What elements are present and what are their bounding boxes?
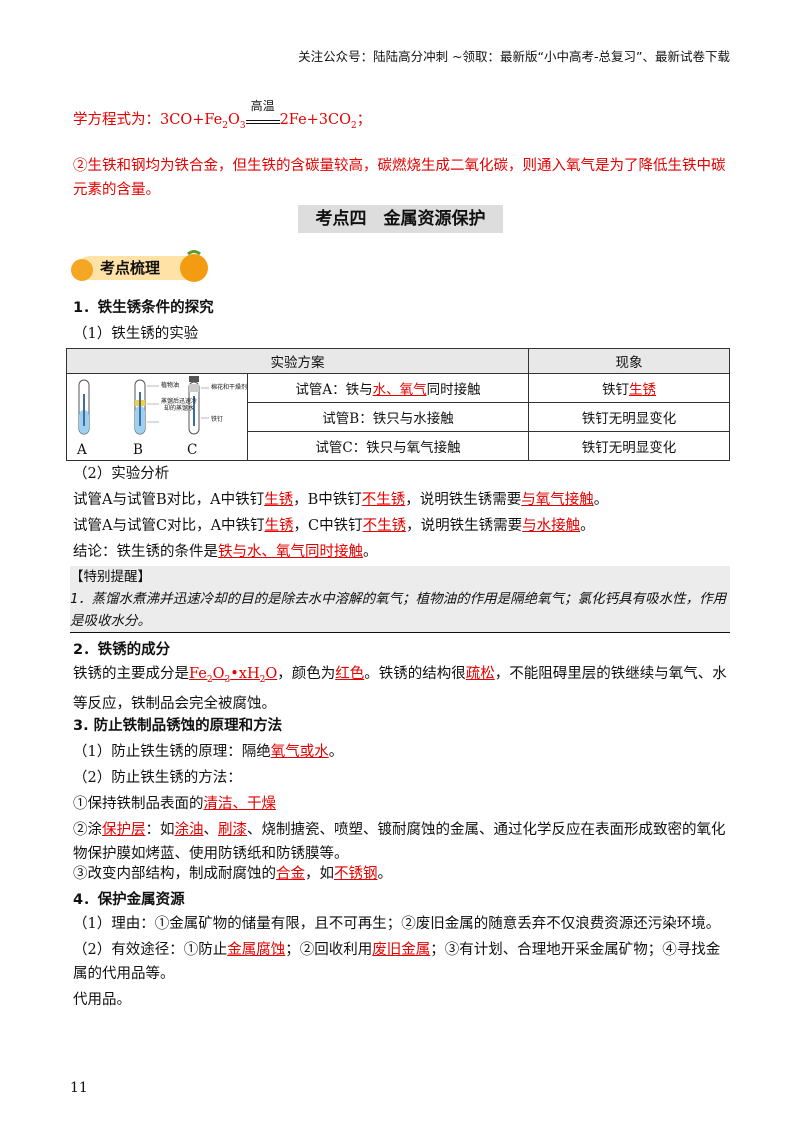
conclusion: 结论：铁生锈的条件是铁与水、氧气同时接触。 xyxy=(73,544,378,560)
test-tubes-icon xyxy=(78,376,209,435)
tube-label-c: C xyxy=(187,442,198,458)
heading-1: 1．铁生锈条件的探究 xyxy=(73,300,214,316)
col-header-result: 现象 xyxy=(528,348,730,374)
reaction-condition: 高温 xyxy=(250,99,275,113)
experiment-table: 实验方案 现象 植物油 蒸馏后 xyxy=(66,348,730,461)
heading-2: 2．铁锈的成分 xyxy=(73,642,171,658)
water-label: 蒸馏后迅速冷却的蒸馏水 xyxy=(161,398,198,412)
reminder-title: 【特别提醒】 xyxy=(70,569,151,585)
result-c: 铁钉无明显变化 xyxy=(528,431,730,461)
subheading-2: （2）实验分析 xyxy=(73,466,170,482)
analysis-2: 试管A与试管C对比，A中铁钉生锈，C中铁钉不生锈，说明铁生锈需要与水接触。 xyxy=(73,518,595,534)
test-tube-diagram: 植物油 蒸馏后迅速冷却的蒸馏水 棉花和干燥剂 铁钉 A B C xyxy=(66,373,248,461)
rust-paragraph: 铁锈的主要成分是Fe2O3•xH2O，颜色为红色。铁锈的结构很疏松，不能阻碍里层… xyxy=(73,666,727,712)
special-reminder: 【特别提醒】 1．蒸馏水煮沸并迅速冷却的目的是除去水中溶解的氧气；植物油的作用是… xyxy=(70,566,730,633)
section-title: 考点四 金属资源保护 xyxy=(298,205,503,233)
analysis-1: 试管A与试管B对比，A中铁钉生锈，B中铁钉不生锈，说明铁生锈需要与氧气接触。 xyxy=(73,492,609,508)
tube-label-a: A xyxy=(77,442,87,458)
tube-label-b: B xyxy=(133,442,143,458)
scheme-a: 试管A：铁与水、氧气同时接触 xyxy=(247,373,529,403)
methods-heading: （2）防止铁生锈的方法： xyxy=(73,770,242,786)
result-b: 铁钉无明显变化 xyxy=(528,402,730,432)
reminder-body: 1．蒸馏水煮沸并迅速冷却的目的是除去水中溶解的氧气；植物油的作用是隔绝氧气；氯化… xyxy=(70,588,730,633)
rust-formula: Fe2O3•xH2O xyxy=(189,666,278,685)
dry-label: 棉花和干燥剂 xyxy=(211,384,248,391)
trailing-text: 代用品。 xyxy=(73,992,131,1008)
principle: （1）防止铁生锈的原理：隔绝氧气或水。 xyxy=(73,744,344,760)
page-number: 11 xyxy=(70,1080,88,1096)
scheme-c: 试管C：铁只与氧气接触 xyxy=(247,431,529,461)
col-header-scheme: 实验方案 xyxy=(66,348,529,374)
approaches: （2）有效途径：①防止金属腐蚀；②回收利用废旧金属；③有计划、合理地开采金属矿物… xyxy=(73,942,721,982)
heading-4: 4．保护金属资源 xyxy=(73,892,185,908)
scheme-b: 试管B：铁只与水接触 xyxy=(247,402,529,432)
badge-label: 考点梳理 xyxy=(100,259,161,277)
reason: （1）理由：①金属矿物的储量有限，且不可再生；②废旧金属的随意丢弃不仅浪费资源还… xyxy=(73,916,721,932)
nail-label: 铁钉 xyxy=(211,416,224,423)
equation-line: 学方程式为：3CO+Fe2O3 高温 2Fe+3CO2； xyxy=(73,99,730,138)
equals-sign xyxy=(245,120,280,124)
page-header: 关注公众号：陆陆高分冲刺 ~领取：最新版“小中高考-总复习”、最新试卷下载 xyxy=(298,49,730,64)
oil-label: 植物油 xyxy=(161,382,180,389)
orange-badge-icon xyxy=(71,250,208,282)
result-a: 铁钉生锈 xyxy=(528,373,730,403)
note-paragraph: ②生铁和钢均为铁合金，但生铁的含碳量较高，碳燃烧生成二氧化碳，则通入氧气是为了降… xyxy=(73,158,726,198)
method-3: ③改变内部结构，制成耐腐蚀的合金，如不锈钢。 xyxy=(73,866,392,882)
method-1: ①保持铁制品表面的清洁、干燥 xyxy=(73,796,276,812)
section-badge: 考点梳理 xyxy=(70,248,210,284)
heading-3: 3. 防止铁制品锈蚀的原理和方法 xyxy=(73,718,283,734)
subheading-1: （1）铁生锈的实验 xyxy=(73,326,199,342)
method-2: ②涂保护层：如涂油、刷漆、烧制搪瓷、喷塑、镀耐腐蚀的金属、通过化学反应在表面形成… xyxy=(73,822,726,862)
